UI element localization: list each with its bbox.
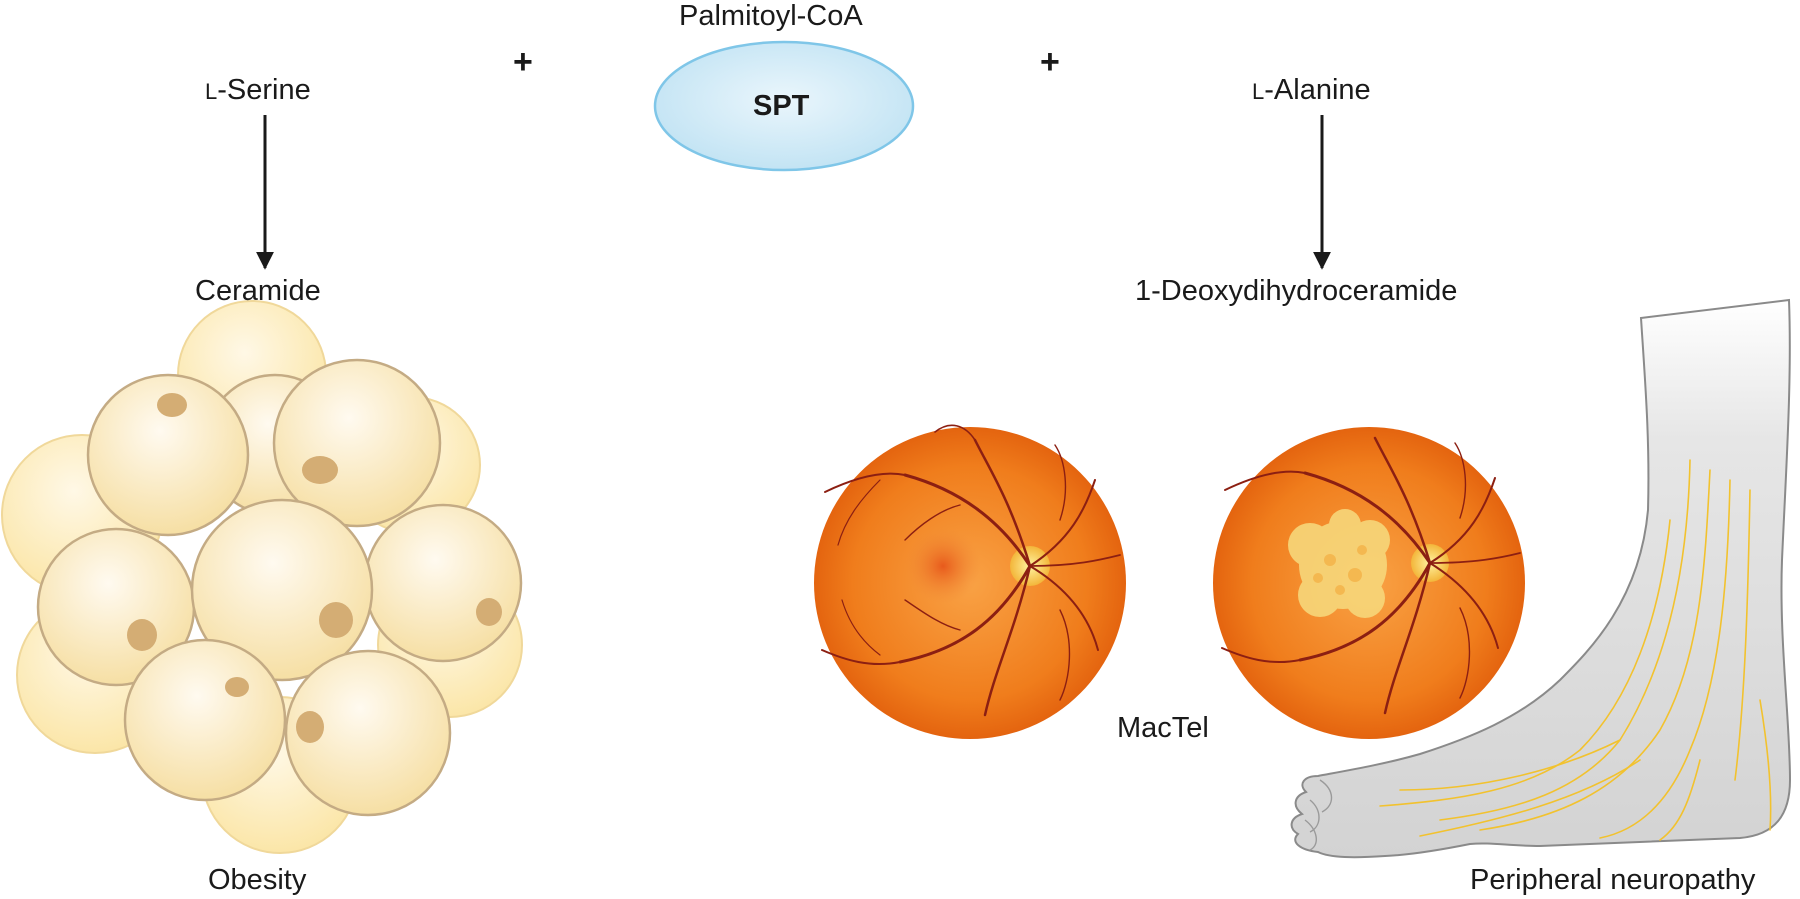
l-serine-label: L-Serine (205, 76, 311, 105)
l-serine-suffix: -Serine (217, 74, 311, 106)
l-alanine-label: L-Alanine (1252, 76, 1371, 105)
spt-enzyme-shape (653, 40, 915, 172)
peripheral-neuropathy-label: Peripheral neuropathy (1470, 864, 1756, 896)
spt-enzyme-label: SPT (753, 90, 810, 122)
deoxydihydroceramide-label: 1-Deoxydihydroceramide (1135, 275, 1458, 307)
plus-sign-left: + (513, 43, 533, 81)
l-alanine-prefix: L (1252, 79, 1265, 104)
leg-nerves-icon (1290, 298, 1792, 859)
mactel-label: MacTel (1117, 712, 1209, 744)
palmitoyl-coa-text: Palmitoyl-CoA (679, 0, 863, 32)
l-alanine-suffix: -Alanine (1264, 74, 1371, 106)
ceramide-label: Ceramide (195, 275, 321, 307)
plus-sign-right: + (1040, 43, 1060, 81)
palmitoyl-coa-label: Palmitoyl-CoA (679, 2, 863, 31)
l-serine-prefix: L (205, 79, 218, 104)
retina-mactel-icon (1213, 427, 1525, 739)
obesity-label: Obesity (208, 864, 307, 896)
retina-normal-icon (814, 424, 1126, 739)
adipocyte-cluster-icon (1, 300, 523, 854)
